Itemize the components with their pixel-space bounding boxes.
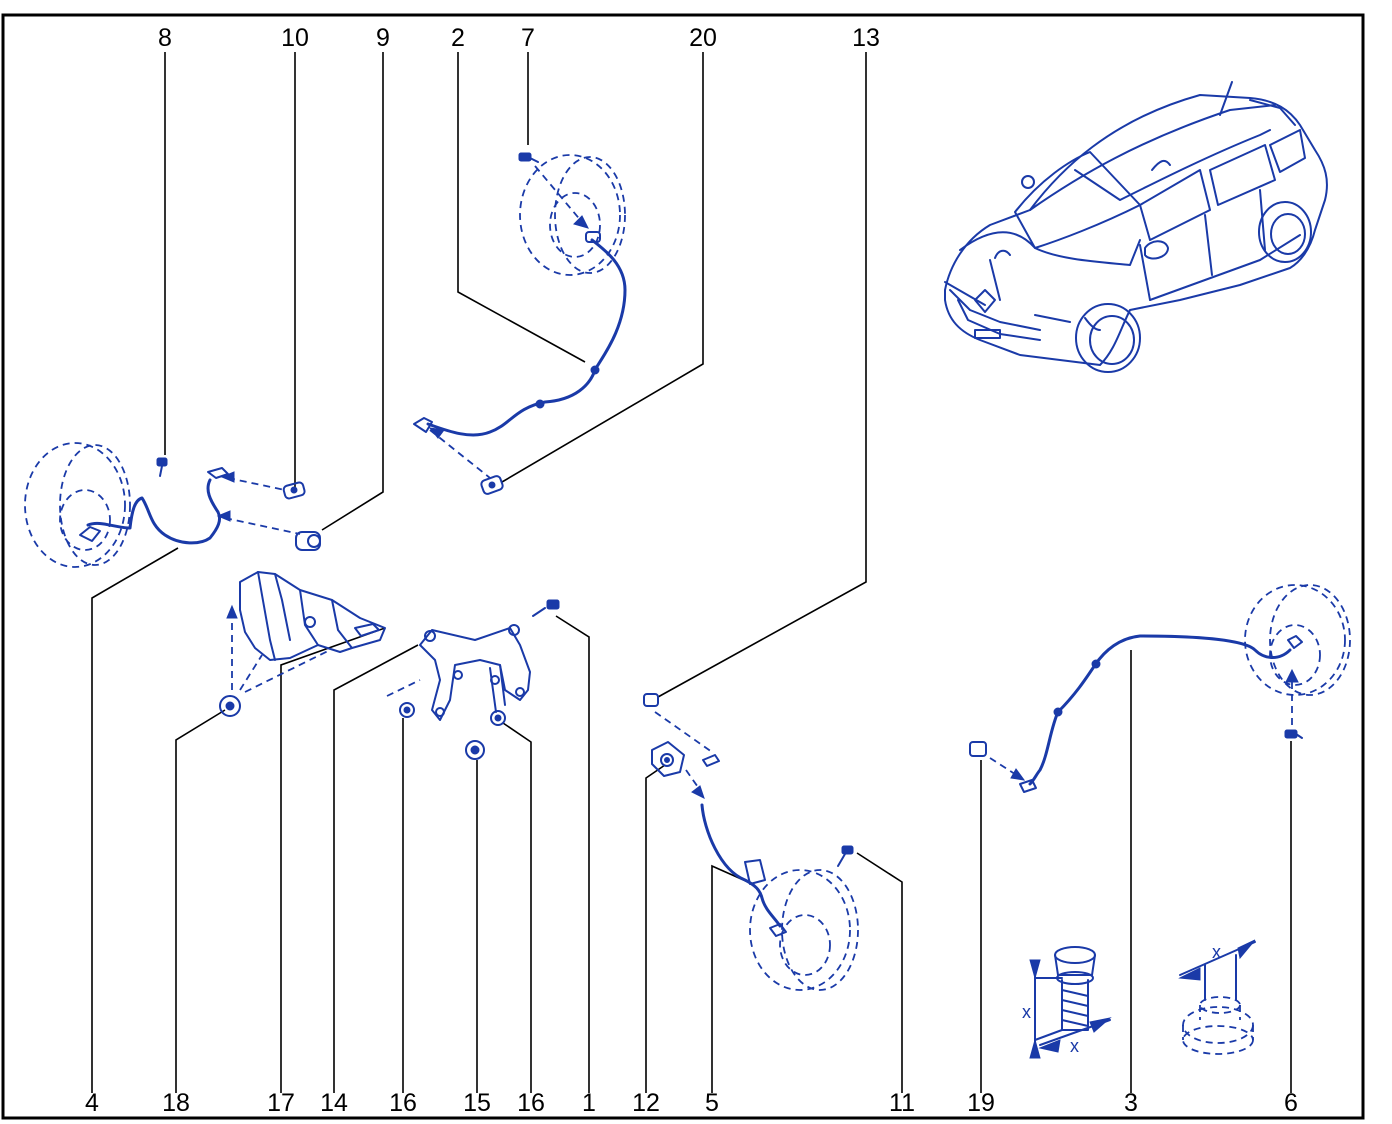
arrow-head: [220, 471, 235, 483]
callout-6: 6: [1284, 1089, 1298, 1117]
nut-dimension-detail: x: [1178, 939, 1256, 1055]
callout-16-right: 16: [517, 1089, 545, 1117]
callout-17: 17: [267, 1089, 295, 1117]
callout-14: 14: [320, 1089, 348, 1117]
callout-20: 20: [689, 24, 717, 52]
arrow-head: [226, 604, 238, 619]
wheel-left: [24, 442, 131, 568]
callout-18: 18: [162, 1089, 190, 1117]
callout-19: 19: [967, 1089, 995, 1117]
assembly-arrow: [685, 769, 701, 791]
bracket-icon: [239, 571, 386, 661]
assembly-arrow: [386, 679, 421, 697]
wheel-speed-sensor-icon: [1019, 634, 1303, 793]
leader-lines: [91, 52, 1292, 1093]
bolt-icon: [518, 152, 539, 163]
wheel-bottom-center: [749, 869, 859, 991]
callout-13: 13: [852, 24, 880, 52]
clip-icon: [969, 741, 987, 757]
clip-icon: [282, 481, 306, 500]
clip-icon: [480, 475, 504, 495]
callout-16-left: 16: [389, 1089, 417, 1117]
wheel-right: [1244, 584, 1351, 696]
nut-icon: [399, 702, 415, 718]
assembly-arrow: [244, 649, 331, 693]
wheel-speed-sensor-icon: [79, 467, 229, 545]
wheel-top: [519, 154, 626, 276]
dimension-label-bolt-diameter: x: [1070, 1036, 1079, 1056]
callout-4: 4: [85, 1089, 99, 1117]
assembly-arrow: [227, 477, 286, 491]
assembly-arrow: [429, 429, 491, 479]
wheel-speed-sensor-icon: [700, 754, 787, 937]
wheel-speed-sensor-icon: [413, 231, 627, 437]
callout-11: 11: [889, 1089, 915, 1117]
arrow-head: [573, 215, 589, 229]
bolt-dimension-detail: x x: [1022, 946, 1112, 1059]
callout-7: 7: [521, 24, 535, 52]
callout-2: 2: [451, 24, 465, 52]
bracket-icon: [419, 624, 531, 721]
assembly-arrow: [534, 165, 583, 223]
callout-8: 8: [158, 24, 172, 52]
nut-icon: [465, 740, 485, 760]
assembly-arrow: [224, 517, 301, 535]
bolt-icon: [837, 845, 854, 867]
diagram-border: [1, 13, 1365, 1120]
callout-3: 3: [1124, 1089, 1138, 1117]
arrow-head: [1010, 768, 1026, 781]
nut-icon: [490, 710, 506, 726]
bolt-icon: [156, 457, 168, 477]
nut-icon: [219, 695, 241, 717]
clip-icon: [651, 741, 685, 777]
callout-5: 5: [705, 1089, 719, 1117]
car-outline-icon: [944, 81, 1328, 373]
callout-12: 12: [632, 1089, 660, 1117]
callout-15: 15: [463, 1089, 491, 1117]
arrow-head: [1285, 668, 1299, 683]
callout-10: 10: [281, 24, 309, 52]
callout-1: 1: [582, 1089, 596, 1117]
callout-9: 9: [376, 24, 390, 52]
clip-icon: [295, 531, 321, 551]
assembly-arrow: [239, 654, 263, 691]
dimension-label-bolt-length: x: [1022, 1002, 1031, 1022]
bolt-icon: [1284, 729, 1303, 739]
dimension-label-nut: x: [1212, 942, 1221, 962]
arrow-head: [691, 785, 705, 799]
bolt-icon: [532, 599, 560, 617]
arrow-head: [216, 510, 231, 522]
assembly-arrow: [654, 711, 713, 753]
arrow-head: [428, 427, 445, 439]
clip-icon: [643, 693, 659, 707]
